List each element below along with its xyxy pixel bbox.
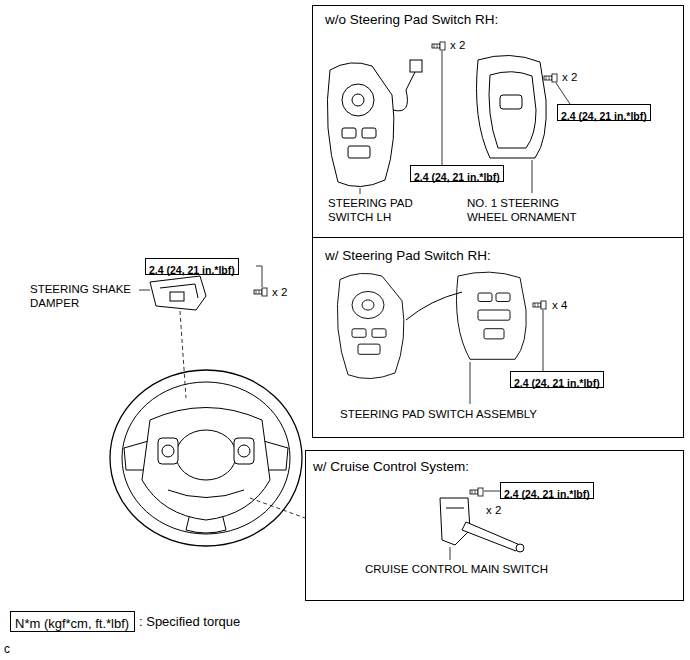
legend-torque-box: N*m (kgf*cm, ft.*lbf) (10, 611, 135, 632)
leader-line (450, 547, 451, 560)
torque-value: 2.4 (24, 21 in.*lbf) (504, 488, 590, 501)
pad-button (362, 300, 374, 310)
dashed-location-line (250, 498, 305, 518)
variant-panel: w/ Steering Pad Switch RH: 2.4 (24, 21 in… (312, 237, 684, 438)
torque-value: 2.4 (24, 21 in.*lbf) (561, 110, 647, 123)
pad-button (358, 344, 380, 354)
damper-detail (170, 292, 184, 301)
pad-body (457, 272, 527, 359)
pad-left (337, 273, 404, 378)
quantity-mark: x 4 (552, 298, 567, 312)
part-name: CRUISE CONTROL MAIN SWITCH (365, 562, 548, 576)
leader-line (360, 188, 361, 194)
part-name: NO. 1 STEERING WHEEL ORNAMENT (467, 196, 585, 224)
hub-center (176, 430, 236, 480)
hub-detail (168, 490, 244, 498)
pad-button (372, 329, 386, 338)
ornament-detail (500, 95, 522, 109)
cruise-switch (440, 498, 524, 552)
pad-button-ring (342, 84, 374, 116)
hub-button (238, 445, 250, 457)
wheel-rim-inner (122, 382, 290, 534)
pad-button (478, 310, 510, 320)
switch-detail (446, 508, 464, 509)
leader-line (442, 51, 443, 165)
torque-spec-box: 2.4 (24, 21 in.*lbf) (410, 165, 504, 182)
pad-button (478, 293, 492, 302)
pad-button (348, 146, 370, 158)
part-name: STEERING PAD SWITCH LH (328, 196, 428, 224)
bolt (533, 301, 546, 309)
wheel-rim-outer (110, 370, 302, 546)
shake-damper (150, 276, 206, 310)
ornament-detail (489, 72, 536, 148)
pad-body (327, 63, 394, 187)
torque-spec-box: 2.4 (24, 21 in.*lbf) (145, 258, 239, 275)
pad-button (496, 293, 510, 302)
ornament-body (477, 55, 547, 158)
pad-button (352, 94, 364, 106)
steering-wheel (110, 370, 302, 546)
quantity-mark: x 2 (450, 38, 465, 52)
hub-button (162, 445, 174, 457)
switch-body (440, 498, 470, 545)
pad-button (352, 329, 366, 338)
pad-button (484, 329, 504, 339)
legend-text: : Specified torque (139, 615, 240, 629)
torque-value: 2.4 (24, 21 in.*lbf) (414, 171, 500, 184)
pad-button-ring (352, 291, 384, 318)
lever-knob (516, 544, 524, 552)
wire (393, 72, 415, 111)
legend-text: N*m (kgf*cm, ft.*lbf) (15, 616, 129, 631)
pad-right (457, 272, 527, 359)
panel-title: w/o Steering Pad Switch RH: (325, 12, 498, 28)
panel-title: w/ Cruise Control System: (313, 459, 469, 475)
connector (410, 60, 422, 72)
damper-body (150, 276, 206, 310)
bolt (544, 74, 557, 82)
pad-switch-lh (327, 60, 422, 187)
leader-line (556, 83, 570, 104)
panel-title: w/ Steering Pad Switch RH: (325, 248, 491, 264)
torque-spec-box: 2.4 (24, 21 in.*lbf) (510, 371, 604, 388)
quantity-mark: x 2 (272, 285, 287, 299)
wheel-hub (142, 408, 270, 521)
figure-code: c (4, 642, 10, 656)
torque-value: 2.4 (24, 21 in.*lbf) (149, 264, 235, 277)
bolt (470, 488, 483, 496)
leader-line (139, 290, 150, 291)
wheel-ornament (477, 55, 547, 158)
leader-line (532, 160, 533, 193)
torque-spec-box: 2.4 (24, 21 in.*lbf) (557, 104, 651, 121)
variant-panel: w/ Cruise Control System: 2.4 (24, 21 in.… (305, 450, 684, 601)
switch-lever (462, 522, 520, 551)
pad-body (337, 273, 404, 378)
leader-line (484, 491, 500, 492)
torque-spec-box: 2.4 (24, 21 in.*lbf) (500, 482, 594, 499)
bolt (432, 42, 445, 50)
leader-line (543, 310, 544, 371)
leader-line (470, 362, 471, 404)
quantity-mark: x 2 (562, 70, 577, 84)
pad-button (342, 128, 356, 138)
hub-switch (158, 438, 178, 464)
quantity-mark: x 2 (486, 503, 501, 517)
bolt (254, 288, 267, 296)
leader-line (256, 266, 262, 287)
pad-switch-assembly (337, 272, 526, 378)
wire (406, 292, 462, 320)
torque-value: 2.4 (24, 21 in.*lbf) (514, 377, 600, 390)
dashed-location-line (180, 311, 186, 398)
pad-button (362, 128, 376, 138)
part-name: STEERING PAD SWITCH ASSEMBLY (340, 407, 537, 421)
hub-switch (234, 438, 254, 464)
part-name: STEERING SHAKE DAMPER (30, 282, 142, 310)
